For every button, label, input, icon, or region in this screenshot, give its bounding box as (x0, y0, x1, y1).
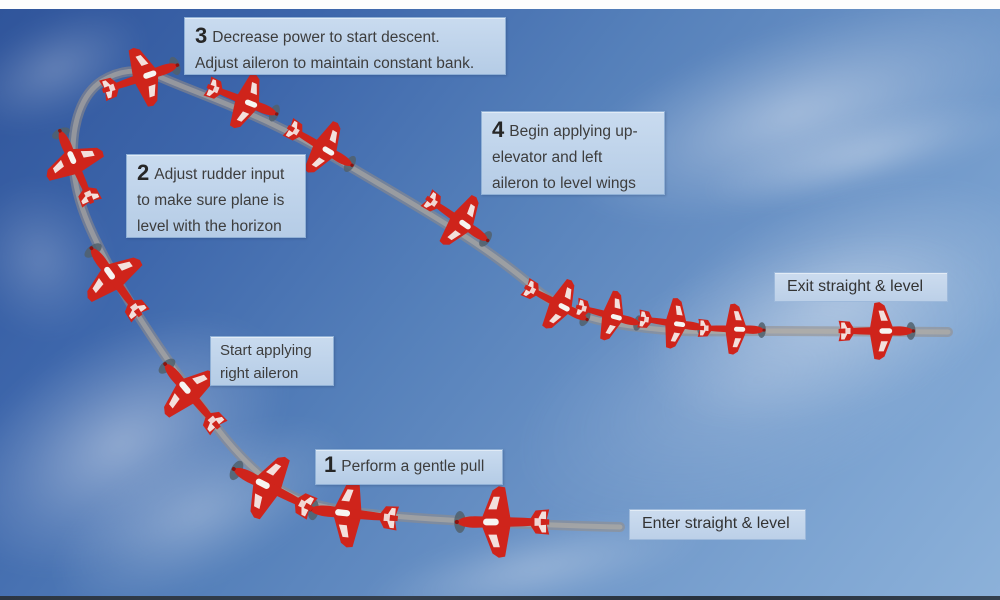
note-text-line: aileron to level wings (492, 175, 636, 192)
plane-enter-level-1 (304, 475, 402, 553)
note-start-aileron: Start applying right aileron (210, 336, 334, 386)
photo-bottom-edge (0, 596, 1000, 600)
step-number: 4 (492, 117, 505, 142)
plane-climb-2 (63, 227, 167, 335)
step-number: 2 (137, 160, 150, 185)
plane-descent-5 (569, 281, 649, 349)
note-text-line: Decrease power to start descent. (212, 29, 440, 46)
exit-label: Exit straight & level (774, 272, 948, 302)
note-text-line: right aileron (220, 365, 299, 382)
plane-level-off-1 (634, 293, 710, 354)
plane-level-off-2 (697, 302, 767, 356)
plane-exit-level (838, 302, 916, 360)
note-text-line: Adjust aileron to maintain constant bank… (195, 55, 475, 72)
note-text-line: Perform a gentle pull (341, 458, 485, 475)
slide-top-margin (0, 0, 1000, 9)
note-text-line: elevator and left (492, 149, 603, 166)
plane-enter-level-2 (454, 486, 550, 558)
step-number: 3 (195, 23, 208, 48)
enter-label-text: Enter straight & level (642, 515, 790, 532)
exit-label-text: Exit straight & level (787, 278, 924, 295)
note-text-line: Begin applying up- (509, 123, 638, 140)
note-text-line: level with the horizon (137, 218, 282, 235)
note-text-line: to make sure plane is (137, 192, 285, 209)
step-number: 1 (324, 452, 337, 477)
enter-label: Enter straight & level (629, 509, 806, 540)
note-text-line: Start applying (220, 342, 312, 359)
note-text-line: Adjust rudder input (154, 166, 285, 183)
